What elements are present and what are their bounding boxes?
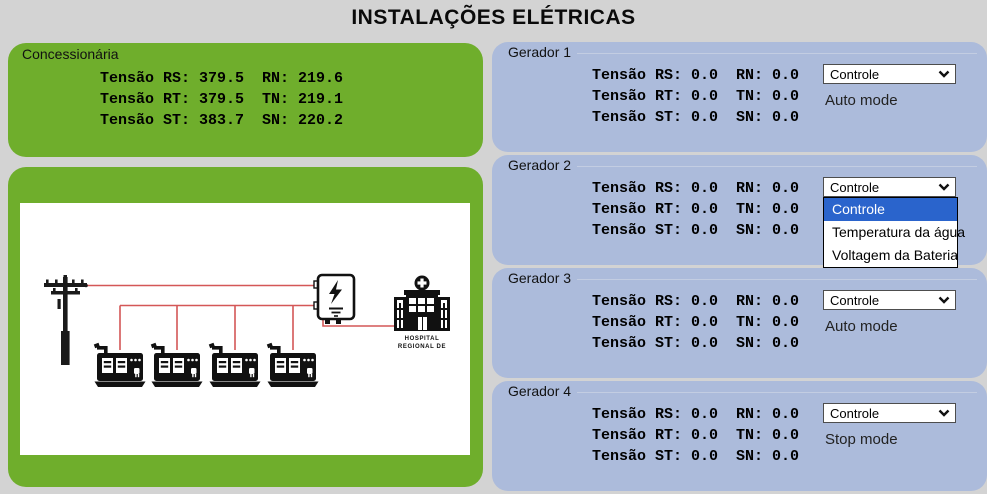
- select-value: Controle: [830, 292, 880, 308]
- power-lines: [86, 284, 409, 350]
- voltage-row: Tensão RS: 0.0 RN: 0.0: [592, 406, 800, 423]
- voltage-row: Tensão ST: 0.0 SN: 0.0: [592, 448, 800, 465]
- dropdown-option-temperatura[interactable]: Temperatura da água: [832, 224, 966, 240]
- chevron-down-icon: [938, 70, 950, 78]
- diagram-panel: HOSPITAL REGIONAL DE: [8, 167, 483, 487]
- panel-divider-line: [577, 52, 977, 54]
- gerador-3-label: Gerador 3: [508, 270, 572, 286]
- gerador-3-mode: Auto mode: [825, 318, 898, 335]
- gerador-1-label: Gerador 1: [508, 44, 572, 60]
- hospital-name-line1: HOSPITAL: [405, 336, 440, 342]
- gerador-1-control-select[interactable]: Controle: [823, 64, 956, 84]
- gerador-2-dropdown-list: Controle Temperatura da água Voltagem da…: [823, 197, 966, 268]
- gerador-4-mode: Stop mode: [825, 431, 898, 448]
- diagram-canvas: HOSPITAL REGIONAL DE: [20, 203, 470, 455]
- voltage-row: Tensão ST: 0.0 SN: 0.0: [592, 222, 800, 239]
- utility-pole-icon: [44, 275, 88, 365]
- transfer-switch-icon: [313, 273, 356, 324]
- gerador-2-readings: Tensão RS: 0.0 RN: 0.0 Tensão RT: 0.0 TN…: [592, 178, 799, 241]
- voltage-row: Tensão ST: 383.7 SN: 220.2: [100, 112, 344, 129]
- select-value: Controle: [830, 66, 880, 82]
- voltage-row: Tensão RT: 379.5 TN: 219.1: [100, 91, 344, 108]
- panel-divider-line: [577, 278, 977, 280]
- gerador-4-control-select[interactable]: Controle: [823, 403, 956, 423]
- voltage-row: Tensão RS: 379.5 RN: 219.6: [100, 70, 344, 87]
- voltage-row: Tensão RS: 0.0 RN: 0.0: [592, 67, 800, 84]
- voltage-row: Tensão RS: 0.0 RN: 0.0: [592, 180, 800, 197]
- concessionaria-readings: Tensão RS: 379.5 RN: 219.6 Tensão RT: 37…: [100, 68, 343, 131]
- dropdown-option-controle[interactable]: Controle: [824, 198, 957, 221]
- hospital-name-line2: REGIONAL DE: [398, 344, 446, 350]
- dropdown-option-voltagem[interactable]: Voltagem da Bateria: [832, 247, 959, 263]
- voltage-row: Tensão RS: 0.0 RN: 0.0: [592, 293, 800, 310]
- gerador-1-mode: Auto mode: [825, 92, 898, 109]
- chevron-down-icon: [938, 183, 950, 191]
- hospital-icon: HOSPITAL REGIONAL DE: [394, 275, 450, 350]
- panel-divider-line: [577, 391, 977, 393]
- select-value: Controle: [830, 405, 880, 421]
- voltage-row: Tensão RT: 0.0 TN: 0.0: [592, 427, 800, 444]
- electrical-diagram: HOSPITAL REGIONAL DE: [44, 273, 450, 387]
- generators-column: Gerador 1 Tensão RS: 0.0 RN: 0.0 Tensão …: [492, 42, 987, 494]
- chevron-down-icon: [938, 296, 950, 304]
- page-title: INSTALAÇÕES ELÉTRICAS: [351, 6, 636, 29]
- voltage-row: Tensão RT: 0.0 TN: 0.0: [592, 88, 800, 105]
- voltage-row: Tensão ST: 0.0 SN: 0.0: [592, 109, 800, 126]
- gerador-4-label: Gerador 4: [508, 383, 572, 399]
- gerador-3-control-select[interactable]: Controle: [823, 290, 956, 310]
- select-value: Controle: [830, 179, 880, 195]
- gerador-2-panel: Gerador 2 Tensão RS: 0.0 RN: 0.0 Tensão …: [492, 155, 987, 268]
- gerador-2-control-select[interactable]: Controle: [823, 177, 956, 197]
- concessionaria-label: Concessionária: [22, 46, 119, 62]
- panel-divider-line: [577, 165, 977, 167]
- voltage-row: Tensão RT: 0.0 TN: 0.0: [592, 201, 800, 218]
- gerador-2-label: Gerador 2: [508, 157, 572, 173]
- voltage-row: Tensão ST: 0.0 SN: 0.0: [592, 335, 800, 352]
- voltage-row: Tensão RT: 0.0 TN: 0.0: [592, 314, 800, 331]
- concessionaria-panel: Concessionária Tensão RS: 379.5 RN: 219.…: [8, 43, 483, 157]
- gerador-4-panel: Gerador 4 Tensão RS: 0.0 RN: 0.0 Tensão …: [492, 381, 987, 491]
- gerador-1-panel: Gerador 1 Tensão RS: 0.0 RN: 0.0 Tensão …: [492, 42, 987, 152]
- chevron-down-icon: [938, 409, 950, 417]
- gerador-3-panel: Gerador 3 Tensão RS: 0.0 RN: 0.0 Tensão …: [492, 268, 987, 378]
- gerador-1-readings: Tensão RS: 0.0 RN: 0.0 Tensão RT: 0.0 TN…: [592, 65, 799, 128]
- gerador-4-readings: Tensão RS: 0.0 RN: 0.0 Tensão RT: 0.0 TN…: [592, 404, 799, 467]
- gerador-3-readings: Tensão RS: 0.0 RN: 0.0 Tensão RT: 0.0 TN…: [592, 291, 799, 354]
